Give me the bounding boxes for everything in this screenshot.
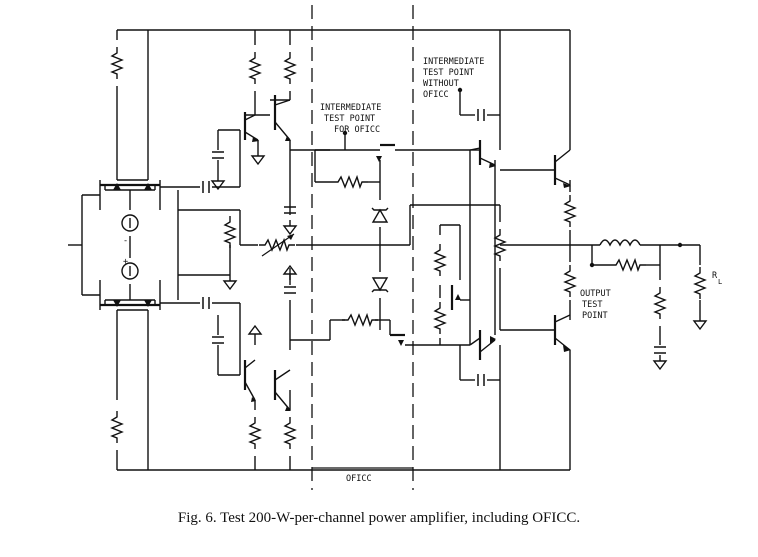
test-point-dot [342,130,348,136]
test-point-oficc-line-1: INTERMEDIATE [320,103,381,113]
capacitor [653,346,667,354]
resistor [564,194,576,228]
ground-symbol [223,274,237,290]
variable-resistor [258,233,296,257]
output-test-point-line-1: OUTPUT [580,289,611,299]
test-point-dot [589,262,595,268]
resistor [224,215,236,249]
ground-symbol [653,354,667,370]
ground-symbol [693,314,707,330]
capacitor [202,296,210,310]
output-test-point-line-3: POINT [582,311,608,321]
test-point-oficc-line-2: TEST POINT [324,114,375,124]
zener-diode [371,207,389,223]
resistor [434,301,446,335]
resistor [111,410,123,444]
amplifier-schematic: INTERMEDIATE TEST POINT FOR OFICC INTERM… [68,5,722,490]
capacitor [477,373,485,387]
resistor [341,314,379,326]
capacitor [211,336,225,344]
load-resistor-subscript: L [718,278,722,286]
load-resistor [694,266,706,300]
ground-symbol [251,149,265,165]
test-point-oficc-line-3: FOR OFICC [334,125,380,135]
current-source-plus-sign: + [123,257,128,267]
ground-symbol [283,219,297,235]
test-point-no-oficc-line-3: WITHOUT [423,79,459,89]
test-point-no-oficc-line-2: TEST POINT [423,68,474,78]
resistor [564,264,576,298]
zener-diode [371,277,389,293]
capacitor [283,286,297,294]
figure-caption: Fig. 6. Test 200-W-per-channel power amp… [177,510,581,526]
load-resistor-label: R [712,271,718,281]
oficc-region-label: OFICC [346,474,372,484]
output-test-point-line-2: TEST [582,300,602,310]
resistor [434,243,446,277]
capacitor [202,180,210,194]
ground-symbol [248,325,262,341]
resistor [111,46,123,80]
capacitor [477,108,485,122]
resistor [609,259,647,271]
resistor [284,416,296,450]
resistor [249,51,261,85]
test-point-no-oficc-line-1: INTERMEDIATE [423,57,484,67]
test-point-no-oficc-line-4: OFICC [423,90,449,100]
inductor [599,239,641,247]
current-source [121,214,139,232]
junction-dot [677,242,683,248]
test-point-dot [457,87,463,93]
resistor [249,416,261,450]
resistor [284,51,296,85]
resistor [654,286,666,320]
capacitor [211,151,225,159]
resistor [331,176,369,188]
current-source-minus-sign: - [123,236,128,246]
